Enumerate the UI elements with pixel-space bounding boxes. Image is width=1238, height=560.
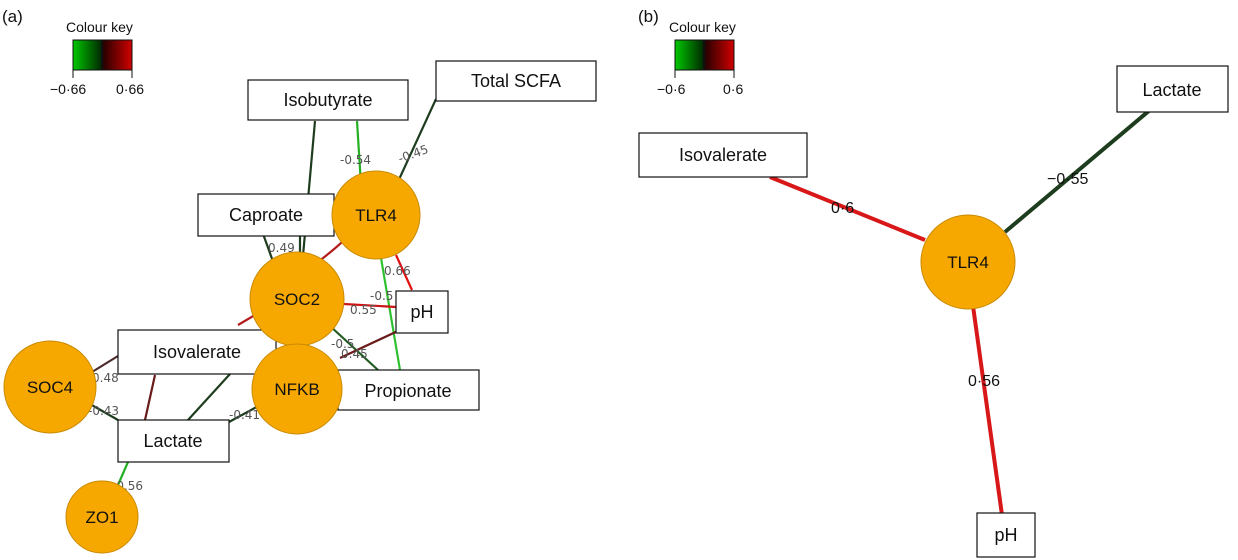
colour-key-b-max: 0·6: [723, 81, 743, 97]
edge-tlr4-propionate: [378, 251, 402, 371]
node-soc2-label: SOC2: [274, 290, 320, 309]
edge-totalscfa-tlr4: [395, 98, 437, 187]
edge-isovalerate-lactate: [143, 374, 157, 421]
colour-key-b: Colour key −0·6 0·6: [657, 19, 743, 97]
node-nfkb-circle: [251, 343, 343, 435]
edge-label-soc2-ph-a: -0.5: [370, 289, 393, 303]
edge-label-caproate-soc2: 0.49: [268, 241, 295, 255]
node-soc4-label: SOC4: [27, 378, 73, 397]
box-caproate-label: Caproate: [229, 205, 303, 225]
box-isovalerate-label: Isovalerate: [153, 342, 241, 362]
node-soc4-circle: [3, 340, 97, 434]
box-propionate-label: Propionate: [364, 381, 451, 401]
box-total-scfa-label: Total SCFA: [471, 71, 561, 91]
edge-label-tlr4-ph: 0.66: [384, 264, 411, 278]
edge-b-tlr4-ph: [971, 305, 1004, 516]
panel-a: (a) Colour key −0·66 0·66: [2, 7, 597, 554]
node-tlr4: TLR4: [331, 170, 421, 260]
edge-soc4-lactate: [89, 403, 119, 421]
node-zo1-label: ZO1: [85, 508, 118, 527]
box-b-isovalerate: Isovalerate: [638, 132, 808, 178]
box-isobutyrate-rect: [247, 79, 409, 121]
node-zo1: ZO1: [65, 480, 139, 554]
node-zo1-circle: [65, 480, 139, 554]
edge-soc2-propionate: [329, 325, 379, 371]
box-caproate: Caproate: [197, 193, 335, 237]
box-isovalerate: Isovalerate: [117, 329, 277, 375]
box-b-lactate: Lactate: [1116, 65, 1229, 113]
node-soc4: SOC4: [3, 340, 97, 434]
box-isovalerate-rect: [117, 329, 277, 375]
box-total-scfa: Total SCFA: [435, 60, 597, 102]
edge-nfkb-ph: [339, 329, 401, 359]
edge-label-soc4-lactate: -0.43: [88, 404, 119, 418]
box-lactate-a-rect: [117, 419, 230, 463]
box-b-ph-rect: [976, 512, 1036, 558]
colour-key-a: Colour key −0·66 0·66: [50, 19, 144, 97]
box-b-ph: pH: [976, 512, 1036, 558]
edge-label-totalscfa-tlr4: -0.45: [396, 142, 430, 166]
node-b-tlr4-label: TLR4: [947, 253, 989, 272]
panel-b-label: (b): [638, 7, 659, 26]
node-nfkb: NFKB: [251, 343, 343, 435]
node-b-tlr4: TLR4: [920, 214, 1016, 310]
edges-b: [769, 108, 1152, 516]
edge-b-lactate-tlr4: [1003, 108, 1152, 234]
node-nfkb-label: NFKB: [274, 380, 319, 399]
box-lactate-a-label: Lactate: [143, 431, 202, 451]
edge-label-soc4-isovalerate: 0.48: [92, 371, 119, 385]
edge-label-soc2-propionate-a: -0.5: [331, 337, 354, 351]
box-total-scfa-rect: [435, 60, 597, 102]
box-b-lactate-label: Lactate: [1142, 80, 1201, 100]
edge-lactate-zo1: [116, 461, 130, 486]
panel-b: (b) Colour key −0·6 0·6 0·6 −0·55 0·56 L…: [638, 7, 1229, 558]
box-b-isovalerate-label: Isovalerate: [679, 145, 767, 165]
node-tlr4-label: TLR4: [355, 206, 397, 225]
box-b-ph-label: pH: [994, 525, 1017, 545]
edge-label-b-tlr4-ph: 0·56: [968, 373, 1000, 390]
colour-key-title: Colour key: [66, 19, 133, 35]
edge-soc4-isovalerate: [91, 355, 119, 373]
box-isobutyrate: Isobutyrate: [247, 79, 409, 121]
box-b-isovalerate-rect: [638, 132, 808, 178]
box-lactate-a: Lactate: [117, 419, 230, 463]
colour-key-b-min: −0·6: [657, 81, 686, 97]
edge-label-soc2-propionate-b: 0.45: [341, 347, 368, 361]
box-isobutyrate-label: Isobutyrate: [283, 90, 372, 110]
box-propionate-rect: [337, 369, 480, 411]
node-b-tlr4-circle: [920, 214, 1016, 310]
edge-label-b-isovalerate-tlr4: 0·6: [831, 200, 854, 217]
colour-key-min: −0·66: [50, 81, 86, 97]
edge-label-soc2-ph-b: 0.55: [350, 303, 377, 317]
edge-label-nfkb-lactate: -0.41: [229, 408, 260, 422]
colour-key-max: 0·66: [116, 81, 144, 97]
edge-isovalerate-soc2: [237, 314, 256, 326]
box-ph: pH: [395, 290, 449, 334]
edge-label-b-lactate-tlr4: −0·55: [1047, 171, 1088, 188]
box-ph-label: pH: [410, 302, 433, 322]
edge-tlr4-ph: [394, 254, 414, 291]
edge-isovalerate-lactate-b: [187, 373, 231, 421]
colour-key-b-title: Colour key: [669, 19, 736, 35]
box-ph-rect: [395, 290, 449, 334]
box-b-lactate-rect: [1116, 65, 1229, 113]
panel-a-label: (a): [2, 7, 23, 26]
edge-labels-b: 0·6 −0·55 0·56: [831, 171, 1088, 390]
node-soc2: SOC2: [249, 251, 345, 347]
node-tlr4-circle: [331, 170, 421, 260]
box-propionate: Propionate: [337, 369, 480, 411]
edge-label-isobutyrate-tlr4: -0.54: [340, 153, 371, 167]
edge-b-isovalerate-tlr4: [769, 175, 926, 242]
edge-soc2-ph: [343, 302, 397, 309]
